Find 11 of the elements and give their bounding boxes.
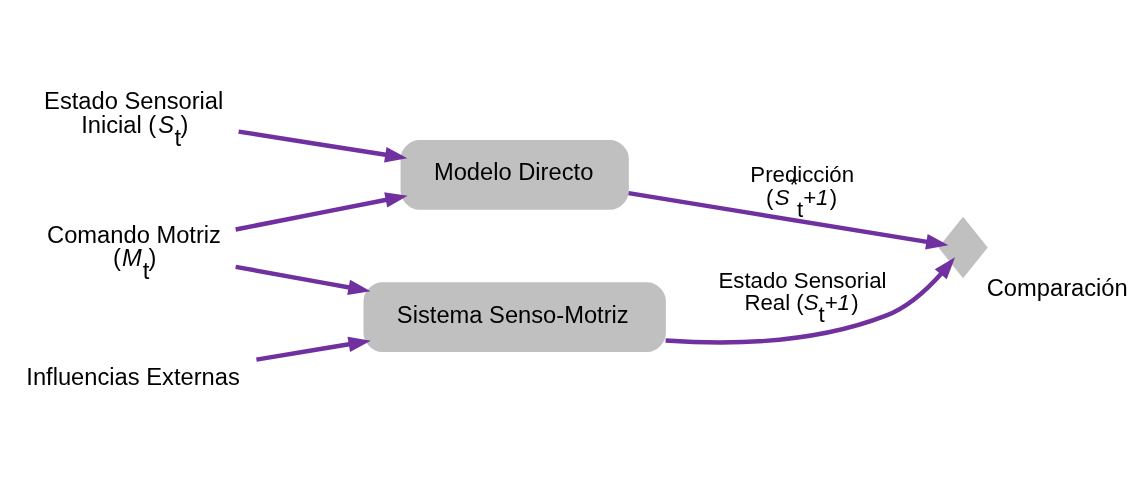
node-text: Influencias Externas — [26, 363, 240, 390]
node-box: Sistema Senso-Motriz — [363, 281, 666, 352]
arrow — [665, 256, 956, 345]
arrow — [628, 190, 949, 249]
arrow — [235, 264, 371, 295]
arrow — [238, 128, 408, 162]
node-diamond — [938, 216, 988, 278]
node-box: Modelo Directo — [400, 139, 629, 210]
arrow — [256, 336, 371, 362]
arrow — [235, 191, 408, 232]
node-label: Comparación — [986, 274, 1128, 301]
